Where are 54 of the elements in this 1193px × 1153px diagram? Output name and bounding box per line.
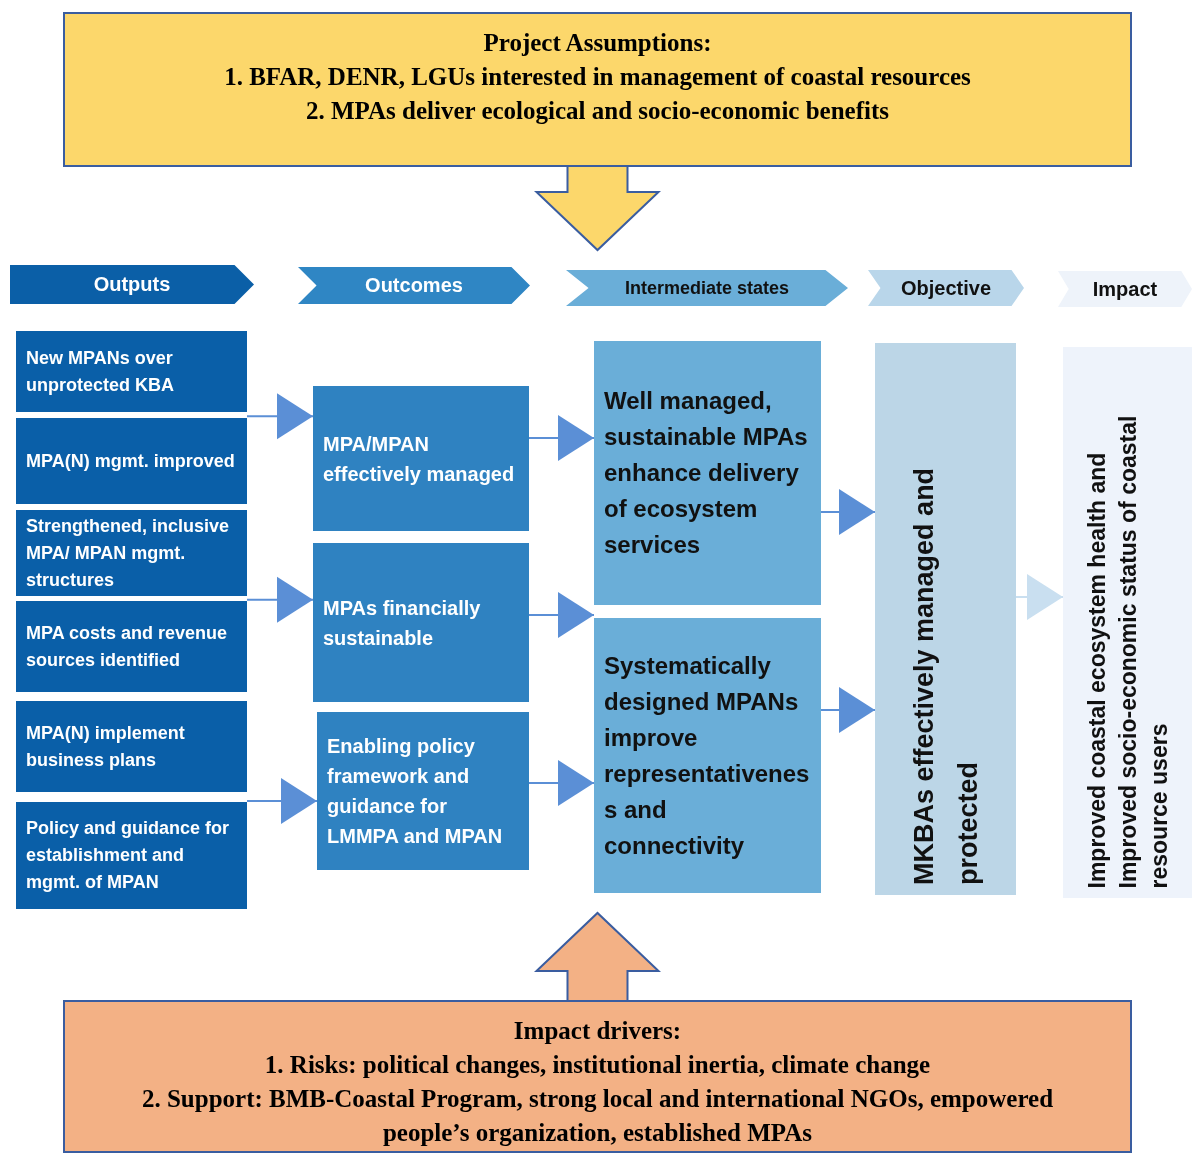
block-arrow bbox=[534, 911, 661, 1001]
chevron-header bbox=[298, 267, 530, 304]
box-text: Policy and guidance for establishment and mgmt. of MPAN bbox=[26, 817, 231, 894]
state-box bbox=[594, 618, 821, 893]
block-arrow bbox=[534, 166, 661, 252]
output-box bbox=[16, 601, 247, 692]
outcome-box bbox=[313, 386, 529, 531]
drivers-box bbox=[63, 1000, 1132, 1153]
list-item: 1. Risks: political changes, institutional inertia, climate change bbox=[264, 1050, 931, 1080]
list-item: 2. Support: BMB-Coastal Program, strong local and international NGOs, empowered people’s organization, established MPAs bbox=[140, 1084, 1055, 1148]
box-text: MPA(N) mgmt. improved bbox=[26, 449, 235, 473]
box-heading: Project Assumptions: bbox=[483, 28, 712, 58]
chevron-header bbox=[10, 265, 254, 304]
header-label: Outcomes bbox=[365, 274, 463, 297]
header-label: Outputs bbox=[93, 273, 171, 296]
state-box bbox=[594, 341, 821, 605]
outcome-box bbox=[313, 543, 529, 702]
output-box bbox=[16, 418, 247, 504]
arrow bbox=[528, 415, 595, 461]
header-label: Intermediate states bbox=[624, 277, 790, 299]
arrow bbox=[820, 687, 876, 733]
arrow bbox=[820, 489, 876, 535]
box-text: MPAs financially sustainable bbox=[323, 595, 482, 651]
chevron-header bbox=[868, 270, 1024, 306]
list-item: 2. MPAs deliver ecological and socio-economic benefits bbox=[306, 96, 889, 126]
outcome-box bbox=[317, 712, 529, 870]
arrow bbox=[246, 393, 314, 440]
box-text: New MPANs over unprotected KBA bbox=[26, 346, 175, 397]
objective-box bbox=[875, 343, 1016, 895]
box-text: Well managed, sustainable MPAs enhance delivery of ecosystem services bbox=[604, 386, 809, 560]
box-text: MPA(N) implement business plans bbox=[26, 721, 186, 772]
arrow bbox=[528, 760, 595, 806]
box-text: Strengthened, inclusive MPA/ MPAN mgmt. structures bbox=[26, 514, 231, 592]
arrow bbox=[246, 576, 314, 623]
arrow bbox=[1015, 574, 1064, 620]
output-box bbox=[16, 331, 247, 412]
box-text: MPA/MPAN effectively managed bbox=[323, 431, 516, 487]
box-text: Improved coastal ecosystem health and Improved socio-economic status of coastal resource users bbox=[1082, 414, 1172, 888]
box-text: MKBAs effectively managed and protected bbox=[907, 466, 984, 885]
header-label: Impact bbox=[1092, 277, 1158, 301]
assumptions-box bbox=[63, 12, 1132, 167]
arrow bbox=[246, 778, 318, 824]
impact-box bbox=[1063, 347, 1192, 898]
arrow bbox=[528, 592, 595, 638]
output-box bbox=[16, 802, 247, 909]
box-text: MPA costs and revenue sources identified bbox=[26, 621, 229, 672]
output-box bbox=[16, 510, 247, 596]
output-box bbox=[16, 701, 247, 792]
chevron-header bbox=[566, 270, 848, 306]
header-label: Objective bbox=[900, 276, 991, 300]
box-text: Enabling policy framework and guidance for LMMPA and MPAN bbox=[327, 734, 504, 849]
list-item: 1. BFAR, DENR, LGUs interested in management of coastal resources bbox=[224, 62, 971, 92]
box-heading: Impact drivers: bbox=[513, 1016, 682, 1046]
box-text: Systematically designed MPANs improve representativeness and connectivity bbox=[604, 650, 811, 861]
